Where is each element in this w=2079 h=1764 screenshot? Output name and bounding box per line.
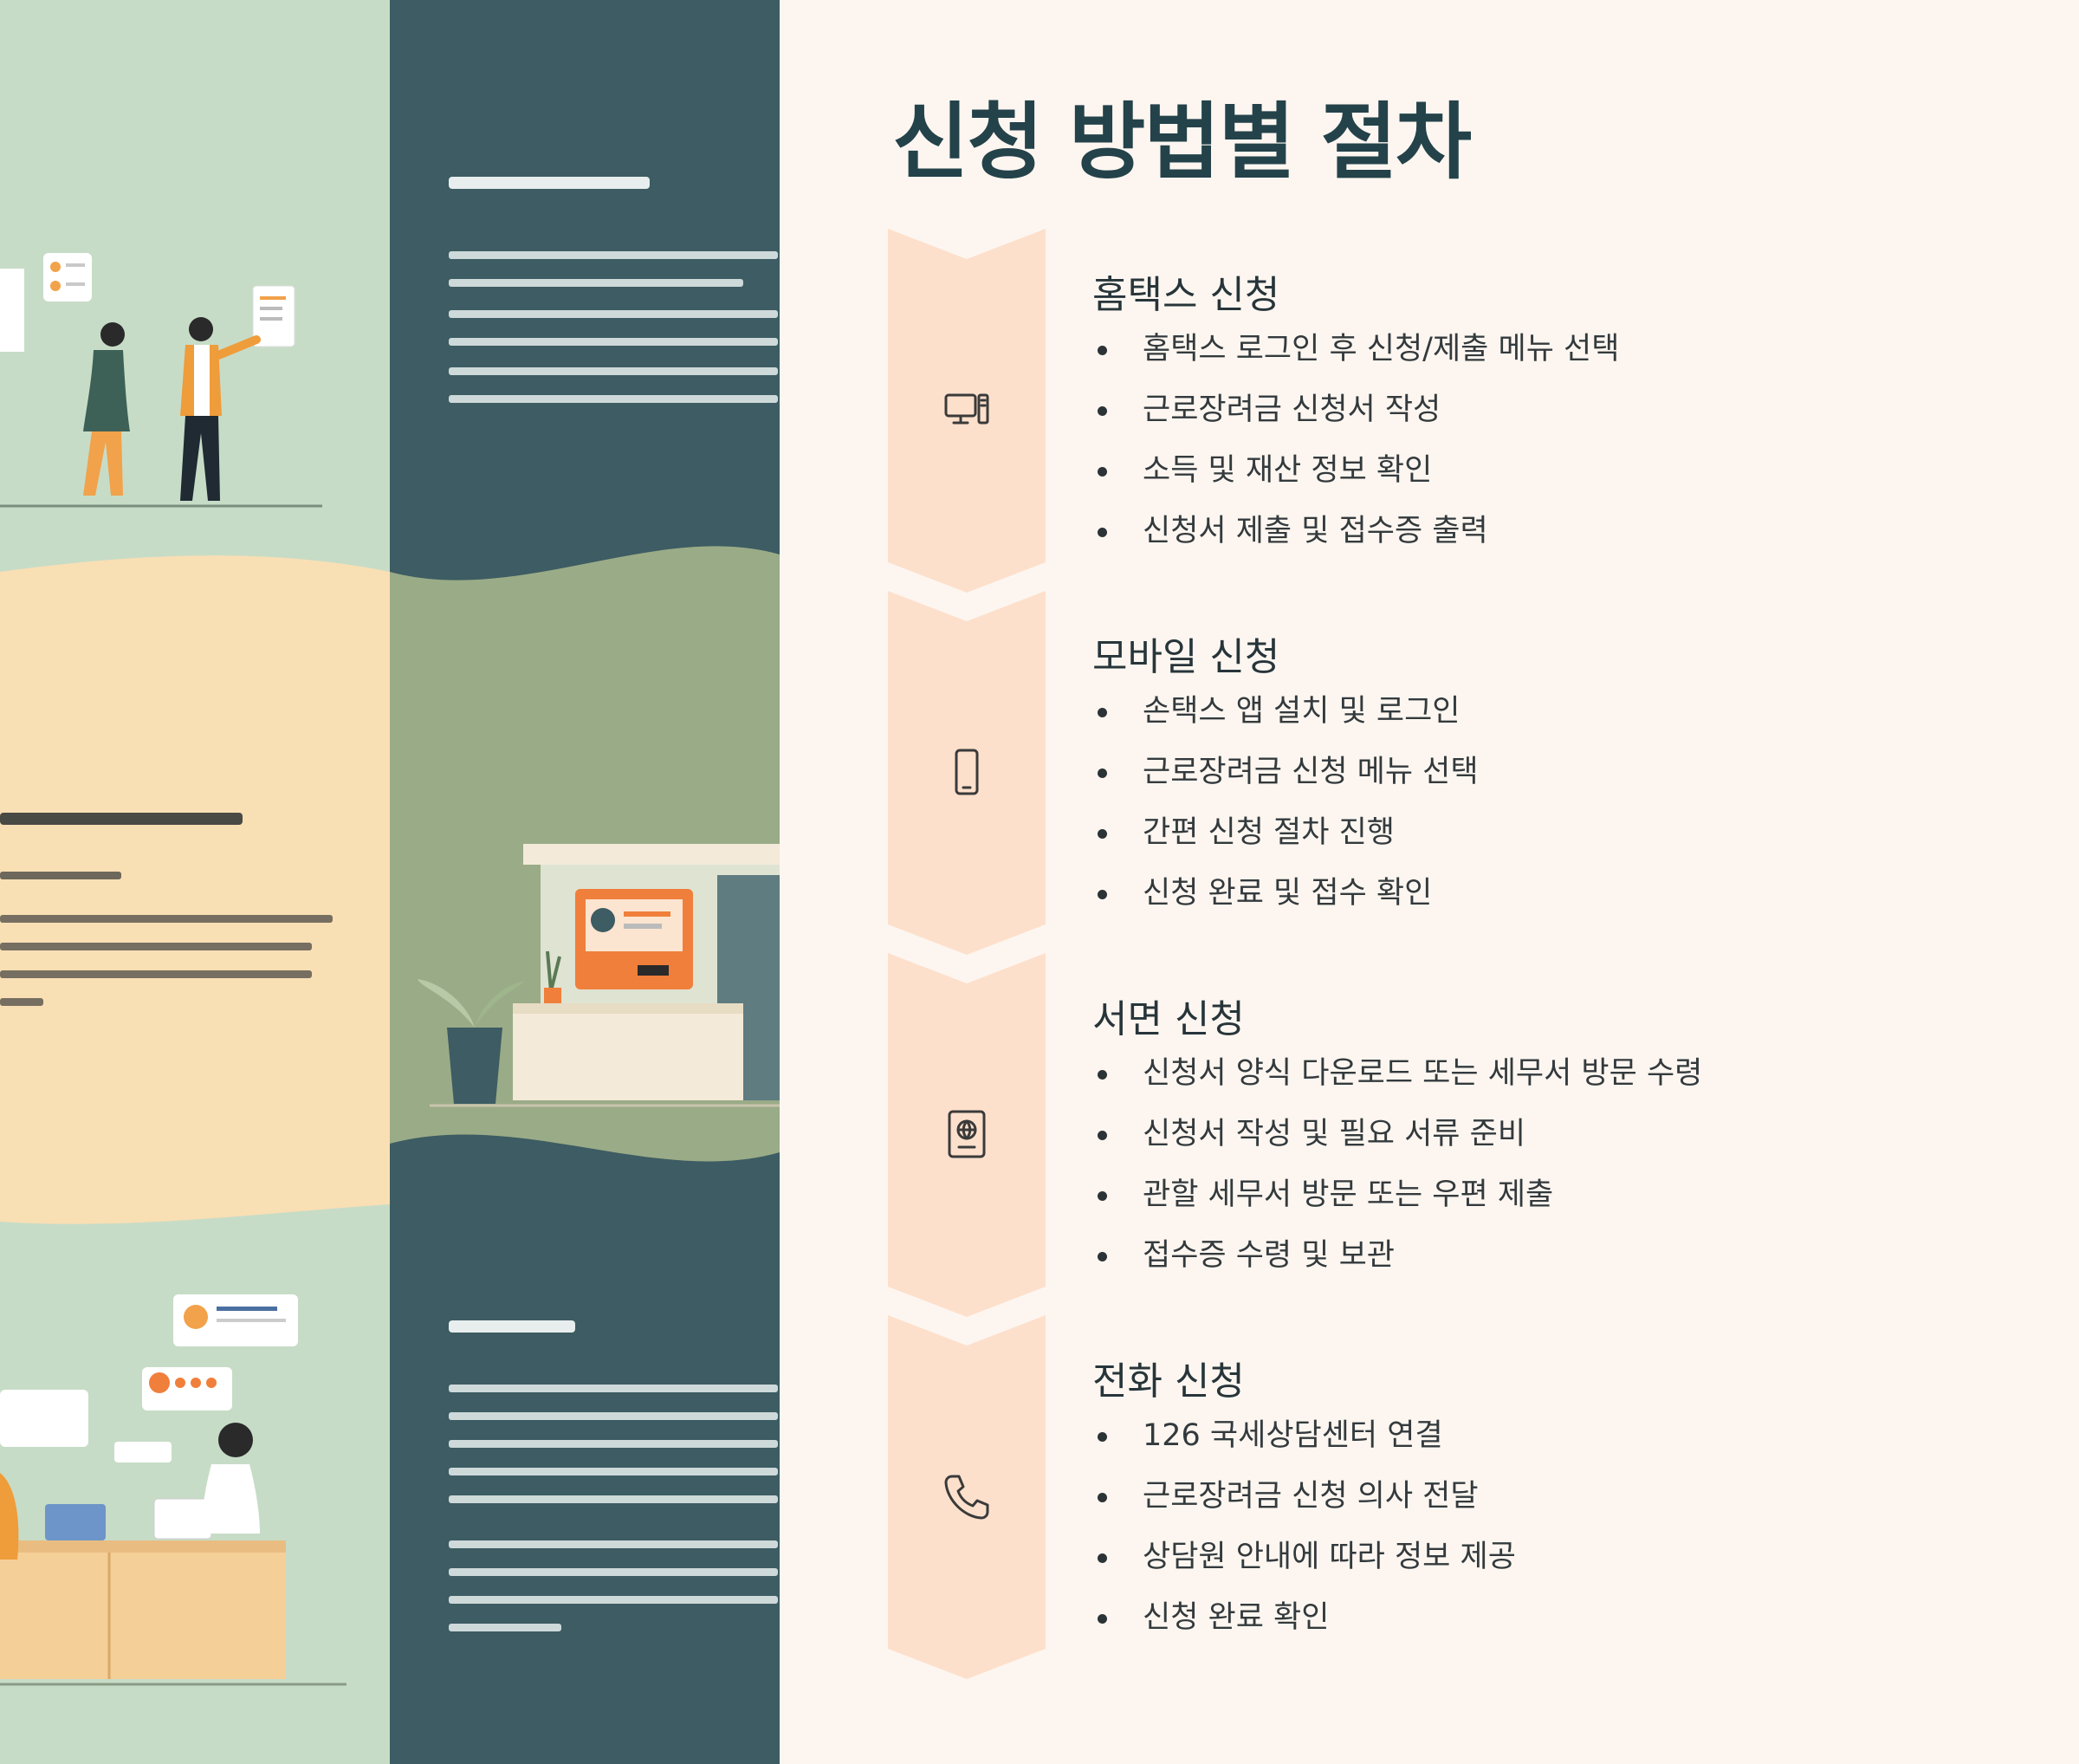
list-item-text: 신청서 작성 및 필요 서류 준비 <box>1143 1117 1526 1151</box>
step-list: 손택스 앱 설치 및 로그인 근로장려금 신청 메뉴 선택 간편 신청 절차 진… <box>1092 691 1479 933</box>
list-item-text: 소득 및 재산 정보 확인 <box>1143 453 1433 488</box>
list-item: 신청 완료 확인 <box>1092 1597 1516 1657</box>
page-title: 신청 방법별 절차 <box>892 94 1472 191</box>
list-item: 126 국세상담센터 연결 <box>1092 1415 1516 1475</box>
bullet-dot <box>1098 1553 1107 1563</box>
bullet-dot <box>1098 1252 1107 1261</box>
bullet-dot <box>1098 1131 1107 1140</box>
list-item: 홈택스 로그인 후 신청/제출 메뉴 선택 <box>1092 328 1619 389</box>
list-item-text: 관할 세무서 방문 또는 우편 제출 <box>1143 1177 1554 1212</box>
step-mobile: 모바일 신청 손택스 앱 설치 및 로그인 근로장려금 신청 메뉴 선택 간편 … <box>888 591 1927 955</box>
list-item-text: 근로장려금 신청 메뉴 선택 <box>1143 755 1479 789</box>
step-list: 신청서 양식 다운로드 또는 세무서 방문 수령 신청서 작성 및 필요 서류 … <box>1092 1053 1702 1295</box>
list-item-text: 홈택스 로그인 후 신청/제출 메뉴 선택 <box>1143 332 1620 366</box>
step-phone: 전화 신청 126 국세상담센터 연결 근로장려금 신청 의사 전달 상담원 안… <box>888 1315 1927 1679</box>
list-item-text: 신청서 제출 및 접수증 출력 <box>1143 514 1488 548</box>
bullet-dot <box>1098 708 1107 717</box>
list-item-text: 근로장려금 신청 의사 전달 <box>1143 1479 1479 1514</box>
step-title: 모바일 신청 <box>1092 635 1280 679</box>
step-chevron <box>888 229 1046 593</box>
bullet-dot <box>1098 1432 1107 1442</box>
list-item: 근로장려금 신청 메뉴 선택 <box>1092 751 1479 812</box>
step-list: 126 국세상담센터 연결 근로장려금 신청 의사 전달 상담원 안내에 따라 … <box>1092 1415 1516 1657</box>
list-item: 상담원 안내에 따라 정보 제공 <box>1092 1536 1516 1597</box>
list-item: 신청 완료 및 접수 확인 <box>1092 872 1479 933</box>
bullet-dot <box>1098 1614 1107 1624</box>
step-chevron <box>888 1315 1046 1679</box>
list-item: 관할 세무서 방문 또는 우편 제출 <box>1092 1174 1702 1235</box>
bullet-dot <box>1098 1493 1107 1502</box>
step-list: 홈택스 로그인 후 신청/제출 메뉴 선택 근로장려금 신청서 작성 소득 및 … <box>1092 328 1619 571</box>
bullet-dot <box>1098 1070 1107 1080</box>
bullet-dot <box>1098 829 1107 839</box>
list-item: 근로장려금 신청 의사 전달 <box>1092 1475 1516 1536</box>
list-item-text: 신청 완료 및 접수 확인 <box>1143 876 1433 911</box>
list-item: 소득 및 재산 정보 확인 <box>1092 450 1619 510</box>
list-item: 신청서 작성 및 필요 서류 준비 <box>1092 1113 1702 1174</box>
list-item-text: 126 국세상담센터 연결 <box>1143 1418 1443 1453</box>
bullet-dot <box>1098 406 1107 416</box>
list-item-text: 상담원 안내에 따라 정보 제공 <box>1143 1540 1516 1574</box>
list-item-text: 신청서 양식 다운로드 또는 세무서 방문 수령 <box>1143 1056 1703 1091</box>
list-item: 손택스 앱 설치 및 로그인 <box>1092 691 1479 751</box>
bullet-dot <box>1098 769 1107 778</box>
desktop-computer-icon <box>940 383 994 437</box>
list-item: 근로장려금 신청서 작성 <box>1092 389 1619 450</box>
step-title: 전화 신청 <box>1092 1359 1245 1404</box>
step-paper: 서면 신청 신청서 양식 다운로드 또는 세무서 방문 수령 신청서 작성 및 … <box>888 953 1927 1317</box>
list-item-text: 근로장려금 신청서 작성 <box>1143 392 1441 427</box>
bullet-dot <box>1098 528 1107 537</box>
list-item: 접수증 수령 및 보관 <box>1092 1235 1702 1295</box>
list-item-text: 접수증 수령 및 보관 <box>1143 1238 1395 1273</box>
step-title: 홈택스 신청 <box>1092 273 1280 317</box>
list-item-text: 신청 완료 확인 <box>1143 1600 1330 1635</box>
bullet-dot <box>1098 1191 1107 1201</box>
procedures-panel: 신청 방법별 절차 홈택스 신청 홈택스 로그인 후 신청/제출 메뉴 선택 근… <box>780 0 2079 1764</box>
decorative-illustration <box>0 0 780 1764</box>
bullet-dot <box>1098 890 1107 899</box>
phone-icon <box>940 1469 994 1523</box>
list-item: 신청서 양식 다운로드 또는 세무서 방문 수령 <box>1092 1053 1702 1113</box>
step-hometax: 홈택스 신청 홈택스 로그인 후 신청/제출 메뉴 선택 근로장려금 신청서 작… <box>888 229 1927 593</box>
step-title: 서면 신청 <box>1092 997 1245 1041</box>
list-item-text: 손택스 앱 설치 및 로그인 <box>1143 694 1460 729</box>
list-item-text: 간편 신청 절차 진행 <box>1143 815 1395 850</box>
bullet-dot <box>1098 346 1107 355</box>
passport-document-icon <box>940 1107 994 1161</box>
step-chevron <box>888 953 1046 1317</box>
list-item: 간편 신청 절차 진행 <box>1092 812 1479 872</box>
list-item: 신청서 제출 및 접수증 출력 <box>1092 510 1619 571</box>
step-chevron <box>888 591 1046 955</box>
bullet-dot <box>1098 467 1107 477</box>
smartphone-icon <box>940 745 994 799</box>
